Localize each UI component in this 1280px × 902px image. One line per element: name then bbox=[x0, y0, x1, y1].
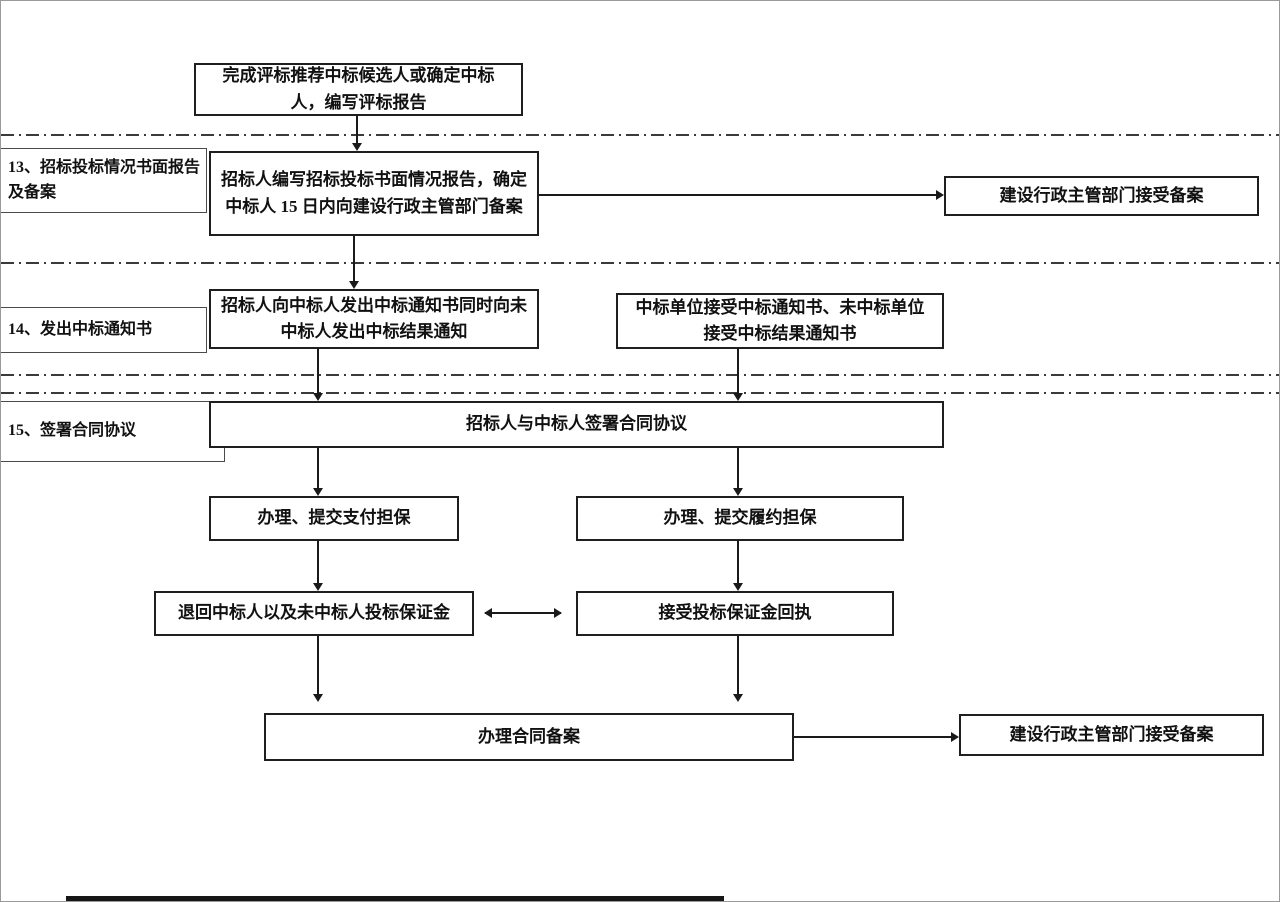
section-divider-1 bbox=[1, 134, 1279, 136]
node-performance-guarantee: 办理、提交履约担保 bbox=[576, 496, 904, 541]
node-accept-deposit-receipt: 接受投标保证金回执 bbox=[576, 591, 894, 636]
node-sign-contract: 招标人与中标人签署合同协议 bbox=[209, 401, 944, 448]
section-divider-4 bbox=[1, 392, 1279, 394]
node-authority-accept-filing-bottom: 建设行政主管部门接受备案 bbox=[959, 714, 1264, 756]
section-divider-3 bbox=[1, 374, 1279, 376]
node-write-report-filing: 招标人编写招标投标书面情况报告，确定中标人 15 日内向建设行政主管部门备案 bbox=[209, 151, 539, 236]
node-accept-award-notice: 中标单位接受中标通知书、未中标单位接受中标结果通知书 bbox=[616, 293, 944, 349]
node-return-bid-deposit: 退回中标人以及未中标人投标保证金 bbox=[154, 591, 474, 636]
node-complete-evaluation: 完成评标推荐中标候选人或确定中标人，编写评标报告 bbox=[194, 63, 523, 116]
node-contract-filing: 办理合同备案 bbox=[264, 713, 794, 761]
node-authority-accept-filing-top: 建设行政主管部门接受备案 bbox=[944, 176, 1259, 216]
bottom-dark-bar bbox=[66, 896, 724, 901]
node-issue-award-notice: 招标人向中标人发出中标通知书同时向未中标人发出中标结果通知 bbox=[209, 289, 539, 349]
step-label-15: 15、签署合同协议 bbox=[1, 401, 225, 462]
arrow-deposit-receipt-bidirectional bbox=[484, 608, 562, 618]
step-label-14: 14、发出中标通知书 bbox=[1, 307, 207, 353]
node-payment-guarantee: 办理、提交支付担保 bbox=[209, 496, 459, 541]
step-label-13: 13、招标投标情况书面报告及备案 bbox=[1, 148, 207, 213]
section-divider-2 bbox=[1, 262, 1279, 264]
